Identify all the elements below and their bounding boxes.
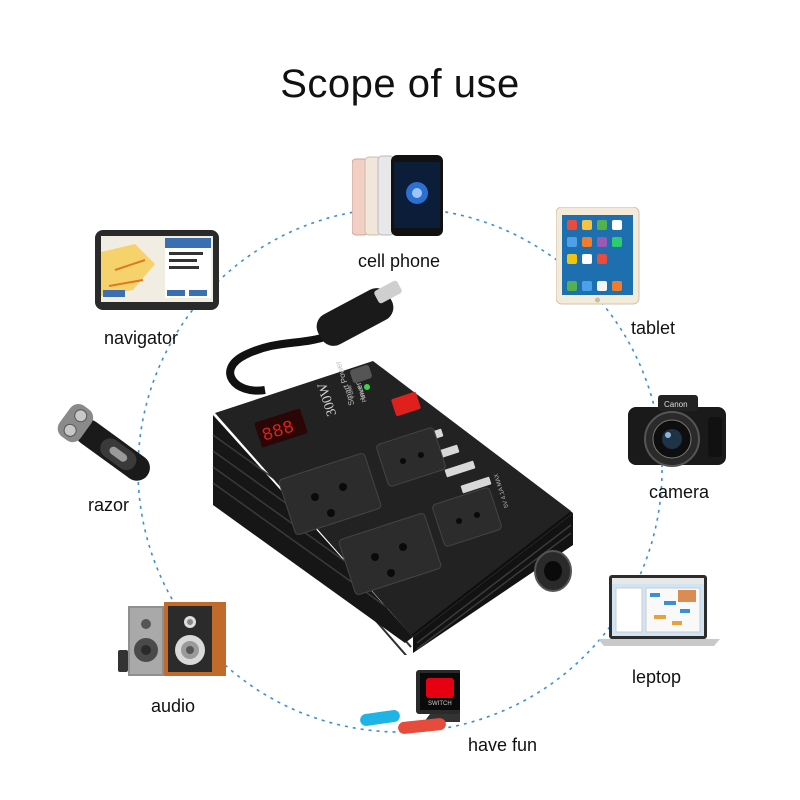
gps-navigator-icon: [95, 230, 221, 312]
item-label-audio: audio: [151, 696, 196, 716]
item-label-leptop: leptop: [632, 667, 682, 687]
svg-text:SWITCH: SWITCH: [428, 701, 452, 707]
game-console-icon: SWITCH: [358, 668, 460, 740]
power-inverter-product: 888 300W Smart Power Inverter Power Fuse…: [205, 275, 585, 655]
tablet-icon: [556, 207, 640, 305]
item-label-navigator: navigator: [104, 328, 179, 348]
item-label-camera: camera: [649, 482, 710, 502]
power-led-label: Power: [358, 385, 369, 403]
camera-icon: Canon: [626, 391, 730, 471]
item-label-cell-phone: cell phone: [358, 251, 441, 271]
laptop-icon: [598, 575, 720, 647]
item-label-have-fun: have fun: [468, 735, 538, 755]
svg-text:Canon: Canon: [664, 400, 688, 409]
fuse-label: Fuse: [347, 384, 357, 399]
page-title: Scope of use: [280, 62, 520, 106]
smartphone-icon: [352, 155, 444, 237]
item-label-razor: razor: [88, 495, 130, 515]
razor-icon: [50, 402, 160, 492]
speaker-icon: [118, 598, 230, 680]
item-label-tablet: tablet: [631, 318, 676, 338]
